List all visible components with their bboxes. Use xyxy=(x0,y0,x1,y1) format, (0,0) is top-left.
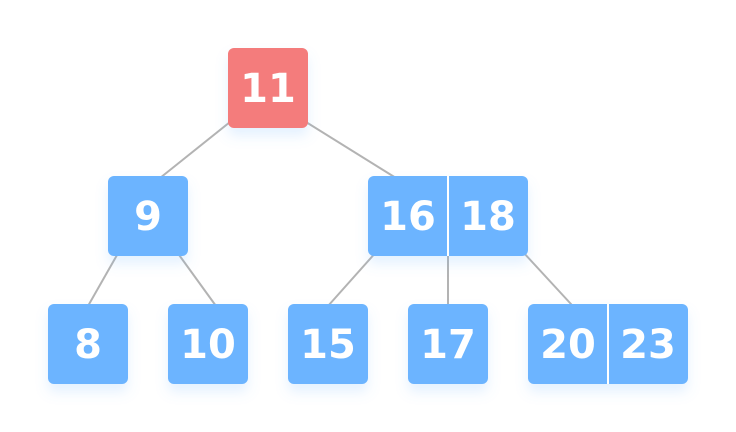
node-box xyxy=(408,304,488,384)
node-key: 8 xyxy=(74,322,102,368)
node-box xyxy=(168,304,248,384)
edge-root-to-left xyxy=(159,121,231,179)
tree-edges xyxy=(87,121,574,307)
node-box xyxy=(228,48,308,128)
edge-left-to-left-left xyxy=(87,253,119,307)
tree-node-left: 9 xyxy=(108,176,188,256)
node-key: 18 xyxy=(460,194,516,240)
node-box xyxy=(48,304,128,384)
edge-left-to-left-right xyxy=(177,253,217,307)
tree-node-right-left: 15 xyxy=(288,304,368,384)
node-key: 23 xyxy=(620,322,676,368)
tree-node-right-middle: 17 xyxy=(408,304,488,384)
node-key: 16 xyxy=(380,194,436,240)
tree-node-root: 11 xyxy=(228,48,308,128)
tree-node-left-left: 8 xyxy=(48,304,128,384)
node-key: 10 xyxy=(180,322,236,368)
node-key: 11 xyxy=(240,66,296,112)
node-box xyxy=(288,304,368,384)
tree-node-left-right: 10 xyxy=(168,304,248,384)
node-key: 9 xyxy=(134,194,162,240)
edge-root-to-right xyxy=(305,121,397,179)
edge-right-to-right-left xyxy=(327,253,376,307)
node-key: 15 xyxy=(300,322,356,368)
node-key: 20 xyxy=(540,322,596,368)
node-box xyxy=(108,176,188,256)
node-key: 17 xyxy=(420,322,476,368)
edge-right-to-right-right xyxy=(524,253,574,307)
